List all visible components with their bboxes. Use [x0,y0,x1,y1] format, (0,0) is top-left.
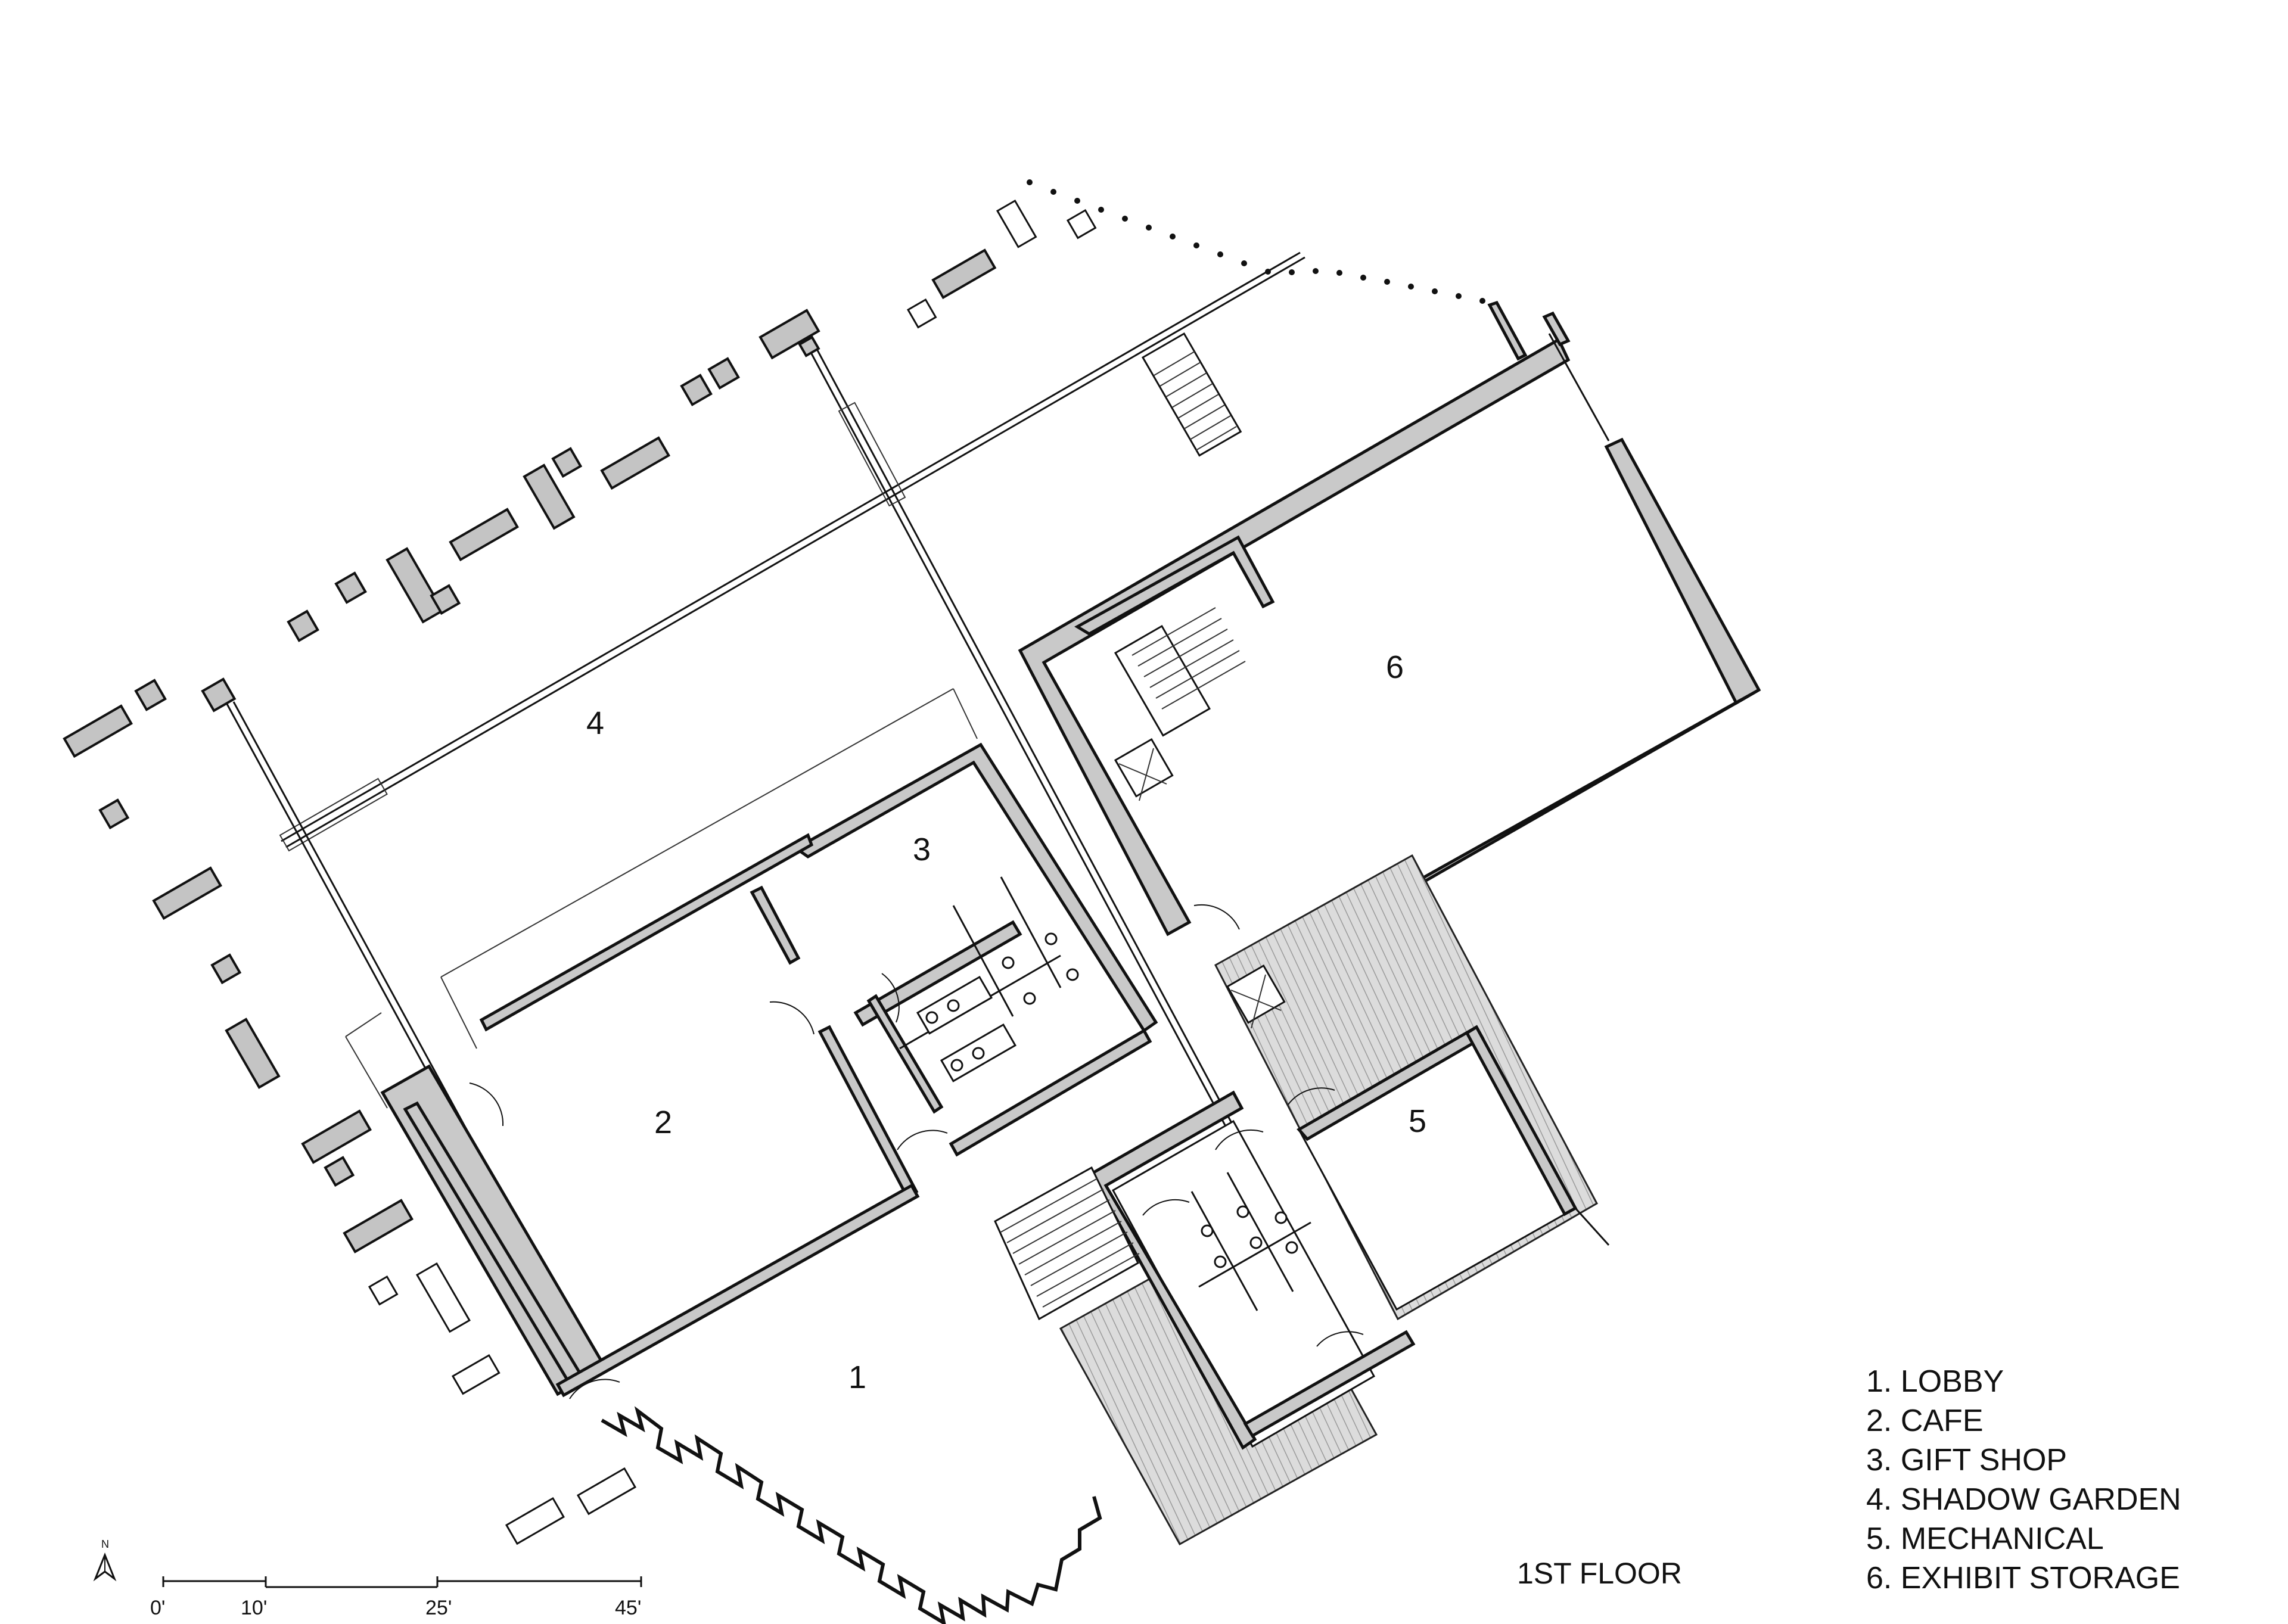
legend-item-cafe: 2. CAFE [1866,1404,1984,1438]
legend-item-gift-shop: 3. GIFT SHOP [1866,1443,2067,1477]
legend-item-exhibit-storage: 6. EXHIBIT STORAGE [1866,1561,2180,1595]
scale-tick-25: 25' [425,1597,452,1619]
room-number-2: 2 [654,1105,672,1140]
scale-tick-10: 10' [241,1597,267,1619]
scale-tick-45: 45' [615,1597,641,1619]
north-arrow-icon: N [93,1538,117,1582]
legend-item-mechanical: 5. MECHANICAL [1866,1522,2104,1556]
room-number-5: 5 [1409,1103,1426,1139]
legend-item-lobby: 1. LOBBY [1866,1364,2004,1399]
exterior-stair-lower [994,1166,1140,1321]
legend-item-shadow-garden: 4. SHADOW GARDEN [1866,1482,2181,1517]
exterior-stair-upper [1141,332,1242,457]
door-swings [469,904,1364,1399]
sawtooth-storefront [601,1406,1102,1624]
room-number-6: 6 [1386,649,1404,685]
scale-bar: 0' 10' 25' 45' [150,1576,642,1619]
north-label: N [101,1538,109,1550]
upper-restroom-stalls [899,876,1079,1082]
scale-tick-0: 0' [150,1597,165,1619]
building-walls [345,300,1761,1546]
interior-stair-6 [1131,607,1246,710]
floor-label: 1ST FLOOR [1517,1557,1682,1590]
room-legend: 1. LOBBY 2. CAFE 3. GIFT SHOP 4. SHADOW … [1866,1364,2181,1595]
garden-planters [63,199,1097,1545]
room-number-3: 3 [913,832,931,867]
room-number-4: 4 [586,705,604,741]
lower-restroom-stalls [1190,1172,1311,1311]
room-number-1: 1 [848,1359,866,1395]
